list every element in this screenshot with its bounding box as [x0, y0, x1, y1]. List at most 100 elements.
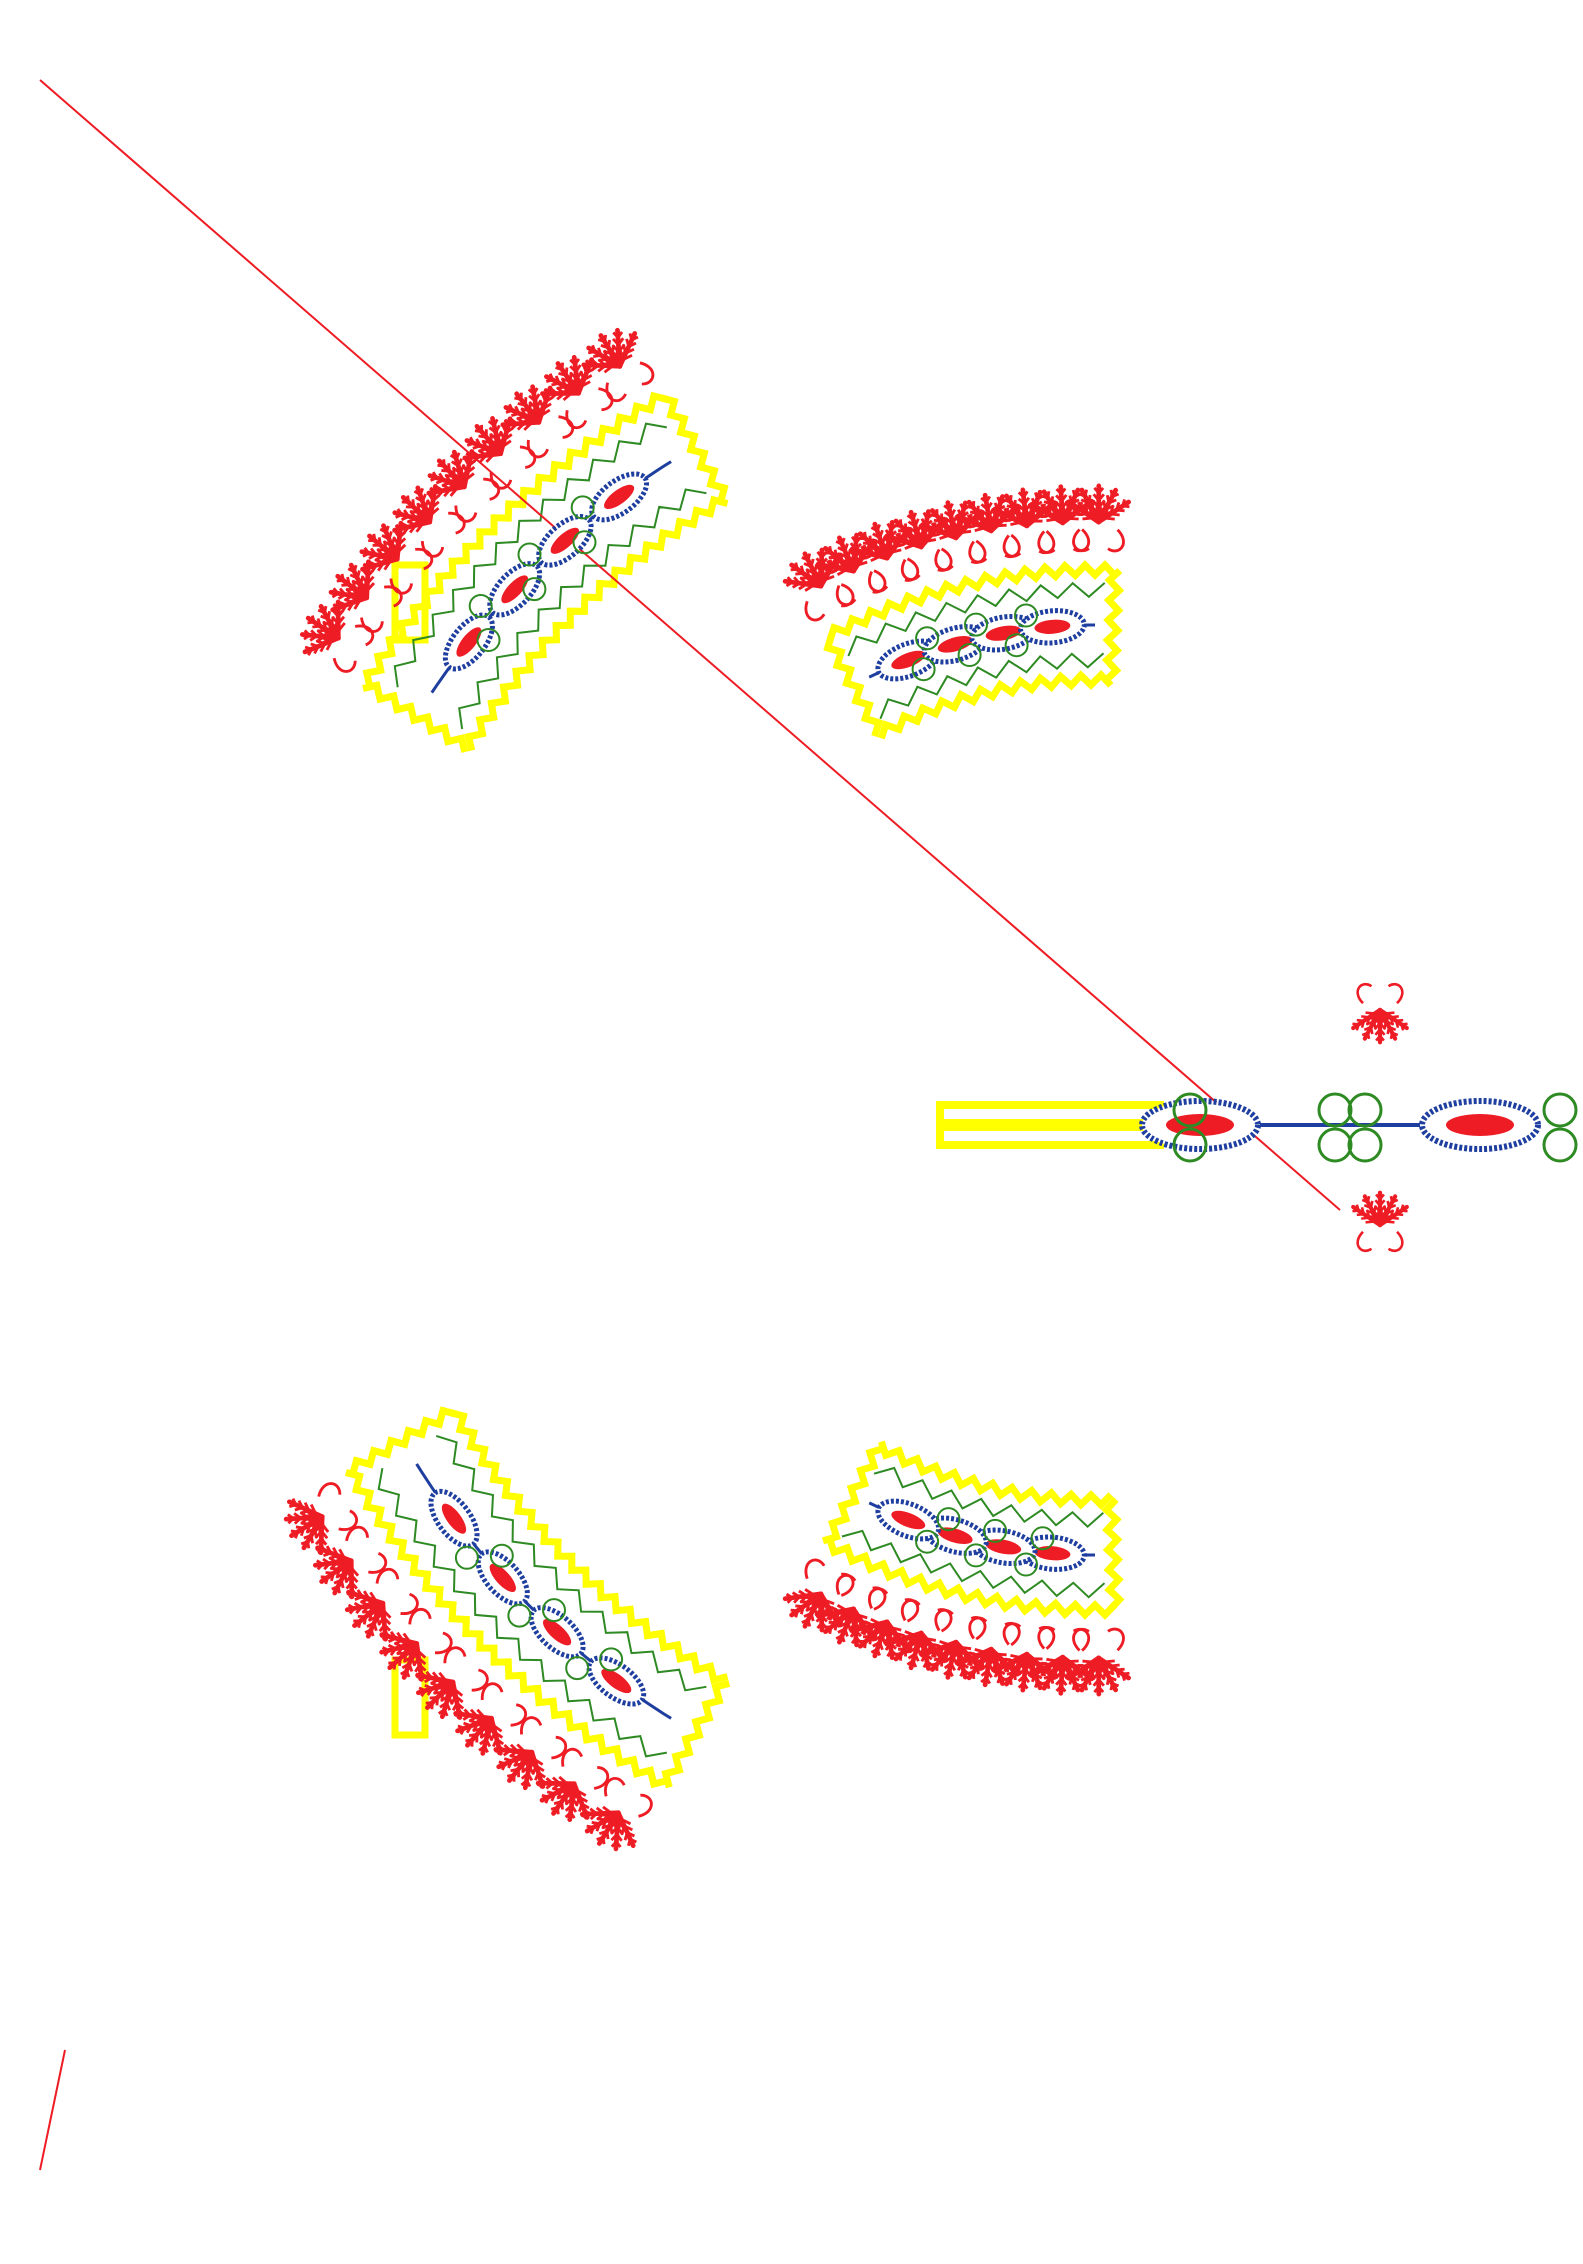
- fern-curl-left: [338, 1509, 358, 1531]
- fern-leaflet: [840, 1635, 846, 1643]
- fern-leaflet: [1122, 1671, 1130, 1676]
- fern-leaflet: [813, 1606, 819, 1617]
- fern-leaflet: [533, 1757, 544, 1766]
- fern-leaflet: [1097, 1664, 1107, 1674]
- fern-leaflet: [1023, 1674, 1031, 1684]
- fern-leaflet: [309, 634, 318, 642]
- fern-leaflet: [436, 489, 445, 498]
- fern-leaflet: [481, 439, 492, 445]
- fern-curl-right: [317, 1482, 342, 1497]
- fern-leaflet: [1082, 504, 1093, 511]
- fern-curl-left: [1004, 1621, 1021, 1647]
- fern-leaflet: [593, 353, 602, 359]
- fern-leaflet: [904, 543, 915, 550]
- fern-leaflet: [321, 636, 332, 645]
- fern-flower: [884, 1599, 953, 1671]
- fern-leaflet: [429, 507, 440, 516]
- fern-leaflet: [350, 1588, 358, 1596]
- fern-leaflet: [847, 554, 856, 565]
- fern-leaflet: [1048, 511, 1060, 518]
- fern-leaflet: [368, 1611, 373, 1622]
- fern-leaflet: [1054, 507, 1064, 517]
- fern-leaflet: [949, 1662, 957, 1672]
- fern-leaflet: [1102, 500, 1107, 510]
- fern-leaflet: [1375, 1015, 1381, 1025]
- fern-leaflet: [1068, 1668, 1078, 1676]
- fern-leaflet: [1012, 515, 1024, 522]
- fern-leaflet: [383, 1649, 390, 1657]
- fern-leaflet: [1083, 1683, 1089, 1691]
- fern-leaflet: [597, 364, 607, 373]
- fern-leaflet: [1015, 1656, 1022, 1668]
- fern-leaflet: [805, 1593, 815, 1604]
- fern-leaflet: [456, 1702, 465, 1710]
- fern-leaflet: [373, 1607, 379, 1619]
- fern-leaflet: [418, 1663, 427, 1672]
- fern-leaflet: [476, 1708, 486, 1719]
- fern-leaflet: [1009, 1677, 1013, 1686]
- fern-leaflet: [601, 1837, 606, 1845]
- fern-leaflet: [996, 523, 1007, 528]
- fern-leaflet: [1068, 1659, 1079, 1663]
- fern-leaflet: [1370, 1013, 1376, 1023]
- fern-leaflet: [858, 551, 867, 558]
- fern-leaflet: [1116, 1667, 1125, 1672]
- fern-leaflet: [892, 539, 902, 545]
- fern-leaflet: [1361, 1216, 1370, 1220]
- fern-leaflet: [381, 534, 390, 541]
- fern-leaflet: [472, 444, 481, 450]
- fern-leaflet: [551, 1782, 561, 1791]
- chain-lozenge: [589, 471, 650, 523]
- fern-curl-right: [1356, 983, 1373, 1005]
- fern-leaflet: [569, 377, 579, 388]
- fern-leaflet: [816, 550, 823, 559]
- fern-leaflet: [397, 537, 407, 546]
- fern-leaflet: [368, 539, 376, 543]
- fern-leaflet: [464, 472, 475, 481]
- band-3-zigzag-inner: [435, 1434, 707, 1692]
- fern-leaflet: [785, 581, 794, 588]
- fern-curl-left: [904, 1598, 920, 1623]
- fern-leaflet: [840, 558, 852, 566]
- fern-leaflet: [452, 472, 464, 482]
- fern-leaflet: [620, 1818, 632, 1826]
- fern-leaflet: [857, 1613, 868, 1620]
- fern-leaflet: [1030, 506, 1039, 511]
- fern-leaflet: [584, 363, 592, 371]
- green-circle: [476, 628, 501, 652]
- fern-leaflet: [1109, 489, 1114, 497]
- band-2-inner-border: [878, 1440, 1114, 1510]
- fern-leaflet: [924, 1653, 933, 1661]
- fern-leaflet: [408, 1648, 413, 1659]
- chain-lozenge: [875, 1498, 942, 1542]
- fern-leaflet: [431, 1671, 440, 1681]
- fern-leaflet: [556, 1789, 563, 1800]
- fern-leaflet: [898, 541, 908, 548]
- fern-leaflet: [576, 1789, 587, 1797]
- fern-leaflet: [478, 434, 487, 439]
- fern-leaflet: [524, 412, 535, 418]
- fern-leaflet: [568, 1789, 573, 1801]
- fern-leaflet: [988, 513, 995, 525]
- fern-leaflet: [1022, 1682, 1029, 1690]
- fern-leaflet: [926, 1660, 934, 1667]
- fern-leaflet: [1110, 512, 1120, 517]
- fern-curl-right: [375, 1567, 400, 1584]
- fern-leaflet: [337, 622, 346, 632]
- fern-leaflet: [503, 433, 513, 441]
- fern-leaflet: [320, 1530, 329, 1540]
- fern-leaflet: [322, 1551, 332, 1557]
- fern-leaflet: [379, 527, 388, 534]
- fern-leaflet: [457, 1709, 465, 1716]
- fern-leaflet: [1046, 1681, 1051, 1689]
- fern-leaflet: [391, 542, 400, 553]
- fern-leaflet: [509, 1749, 519, 1758]
- fern-leaflet: [346, 1566, 352, 1578]
- fern-leaflet: [901, 534, 912, 538]
- green-circle: [542, 1598, 566, 1623]
- fern-leaflet: [1098, 505, 1104, 516]
- fern-leaflet: [401, 500, 409, 504]
- fern-leaflet: [437, 463, 445, 468]
- green-zigzag-rows: [377, 422, 1106, 1758]
- band-3-end-border-a: [661, 1680, 731, 1789]
